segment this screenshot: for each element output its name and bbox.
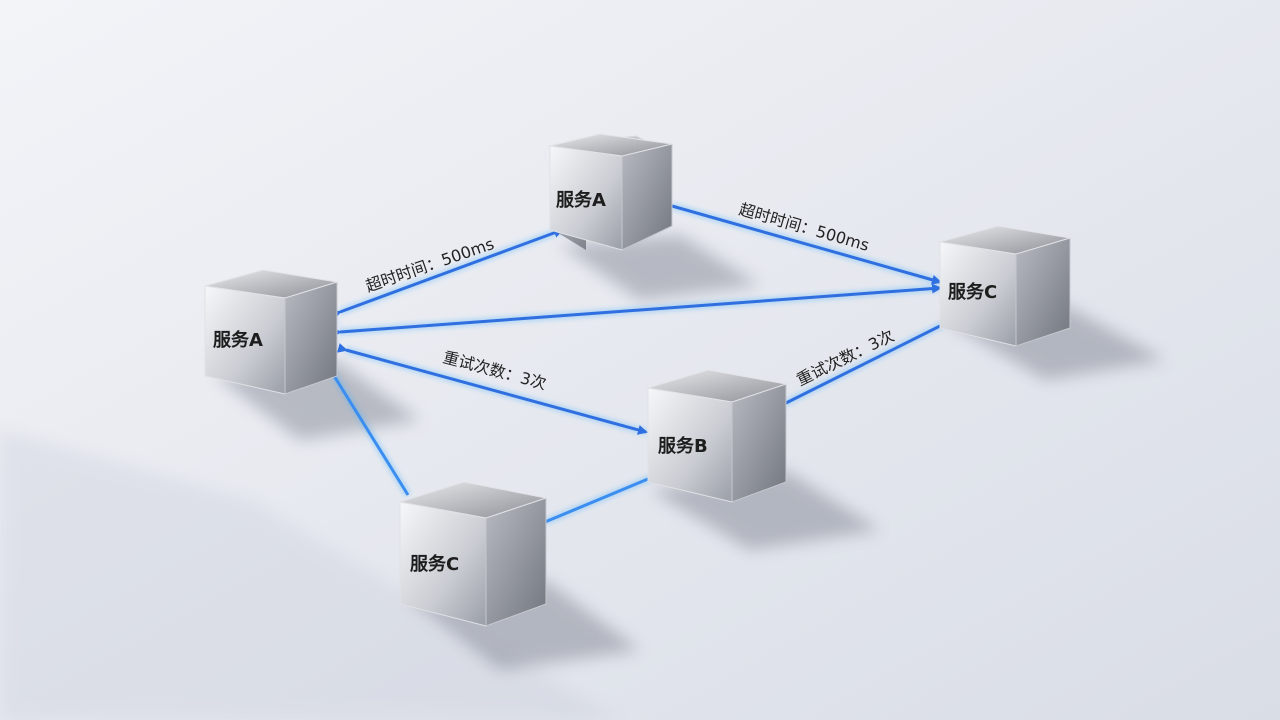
edge-a-left-to-c-right — [331, 283, 942, 338]
node-service-a-left[interactable]: 服务A — [204, 269, 345, 395]
node-label-c-right: 服务C — [948, 281, 997, 303]
edge-c-bottom-to-b — [544, 472, 662, 524]
light-shadow-band — [0, 430, 620, 720]
edge-a-top-to-c-right — [662, 199, 942, 285]
node-service-c-right[interactable]: 服务C — [939, 225, 1071, 347]
node-label-a-left: 服务A — [213, 329, 263, 351]
node-label-b: 服务B — [658, 435, 708, 457]
node-label-c-bottom: 服务C — [410, 553, 459, 575]
node-service-a-top[interactable]: 服务A — [548, 133, 674, 251]
connections — [316, 199, 970, 526]
node-label-a-top: 服务A — [556, 189, 606, 211]
node-service-b[interactable]: 服务B — [647, 369, 787, 503]
edge-a-left-to-b — [336, 343, 648, 435]
node-service-c-bottom[interactable]: 服务C — [399, 481, 548, 627]
edge-b-to-c-right — [783, 310, 970, 406]
